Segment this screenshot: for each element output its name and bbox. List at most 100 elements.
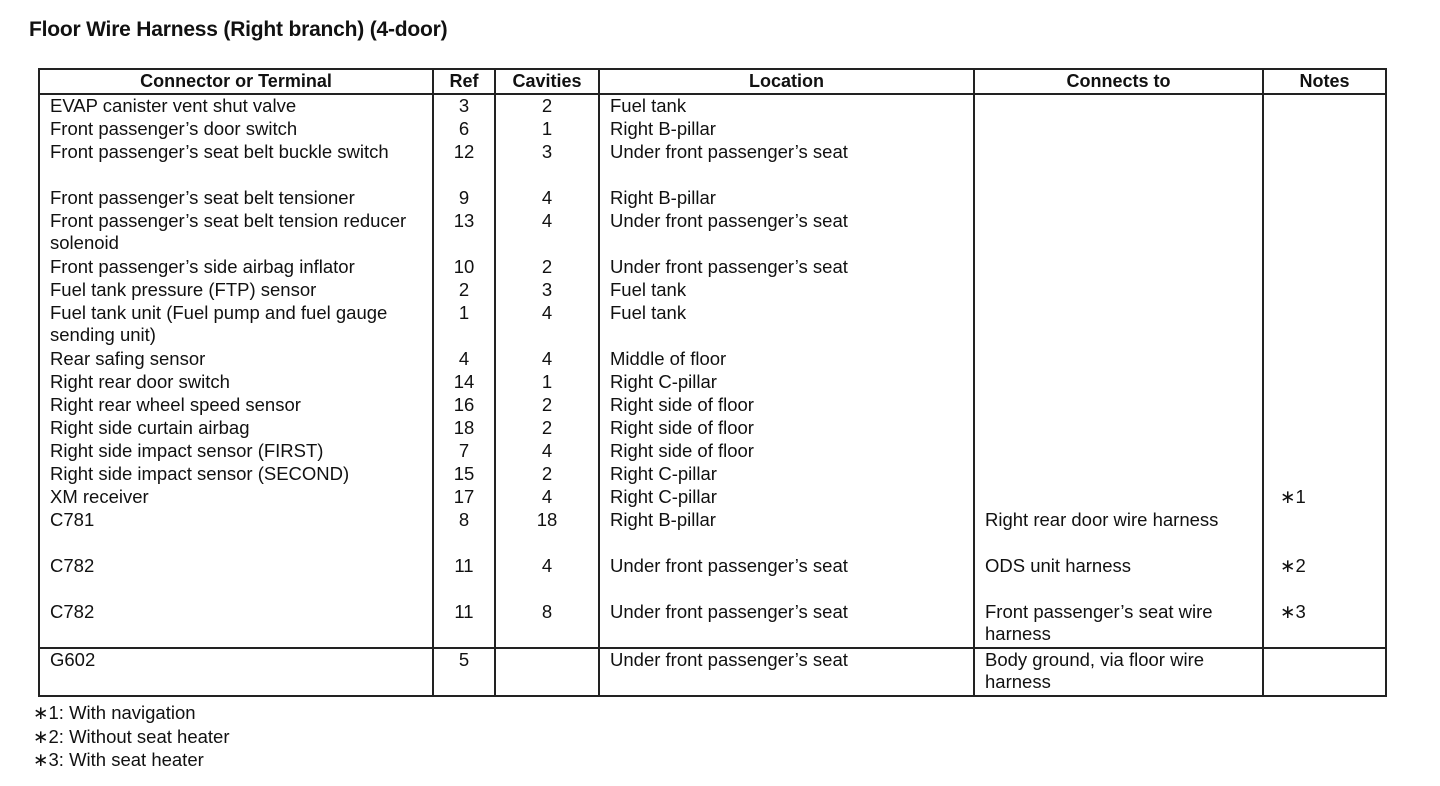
cell-ref: 6 (432, 118, 496, 141)
footnotes: ∗1: With navigation ∗2: Without seat hea… (33, 701, 230, 772)
cell-cavities: 4 (494, 187, 600, 210)
cell-location: Under front passenger’s seat (598, 256, 975, 279)
cell-cavities: 2 (494, 256, 600, 279)
table-row: EVAP canister vent shut valve 3 2 Fuel t… (38, 94, 1387, 118)
cell-ref: 8 (432, 509, 496, 555)
cell-connector: C782 (38, 601, 434, 649)
cell-notes: ∗1 (1262, 486, 1387, 509)
cell-notes (1262, 348, 1387, 371)
cell-connector: EVAP canister vent shut valve (38, 94, 434, 118)
cell-ref: 18 (432, 417, 496, 440)
cell-notes: ∗3 (1262, 601, 1387, 649)
cell-connector: XM receiver (38, 486, 434, 509)
cell-connects-to: Front passenger’s seat wire harness (973, 601, 1264, 649)
cell-cavities: 4 (494, 440, 600, 463)
cell-location: Right B-pillar (598, 509, 975, 555)
table-row: XM receiver 17 4 Right C-pillar ∗1 (38, 486, 1387, 509)
cell-cavities: 18 (494, 509, 600, 555)
cell-cavities: 1 (494, 118, 600, 141)
table-row: Right side curtain airbag 18 2 Right sid… (38, 417, 1387, 440)
cell-connects-to: ODS unit harness (973, 555, 1264, 601)
cell-connects-to: Right rear door wire harness (973, 509, 1264, 555)
cell-cavities (494, 648, 600, 696)
table-row: C782 11 8 Under front passenger’s seat F… (38, 601, 1387, 649)
cell-connects-to (973, 279, 1264, 302)
cell-ref: 15 (432, 463, 496, 486)
cell-ref: 11 (432, 555, 496, 601)
cell-location: Right side of floor (598, 394, 975, 417)
table-row: Right side impact sensor (SECOND) 15 2 R… (38, 463, 1387, 486)
cell-ref: 1 (432, 302, 496, 348)
cell-connects-to (973, 141, 1264, 187)
cell-connector: Fuel tank unit (Fuel pump and fuel gauge… (38, 302, 434, 348)
cell-cavities: 2 (494, 94, 600, 118)
cell-connects-to: Body ground, via floor wire harness (973, 648, 1264, 696)
cell-ref: 12 (432, 141, 496, 187)
cell-location: Fuel tank (598, 94, 975, 118)
cell-connector: Front passenger’s seat belt tension redu… (38, 210, 434, 256)
table-row: Front passenger’s seat belt tensioner 9 … (38, 187, 1387, 210)
cell-connects-to (973, 256, 1264, 279)
cell-notes (1262, 256, 1387, 279)
cell-notes (1262, 94, 1387, 118)
cell-connector: C782 (38, 555, 434, 601)
cell-connects-to (973, 394, 1264, 417)
cell-cavities: 2 (494, 417, 600, 440)
cell-ref: 11 (432, 601, 496, 649)
cell-cavities: 3 (494, 141, 600, 187)
cell-cavities: 4 (494, 555, 600, 601)
cell-connector: C781 (38, 509, 434, 555)
cell-ref: 4 (432, 348, 496, 371)
cell-connector: Rear safing sensor (38, 348, 434, 371)
cell-connector: Front passenger’s door switch (38, 118, 434, 141)
cell-location: Right side of floor (598, 440, 975, 463)
cell-cavities: 2 (494, 394, 600, 417)
cell-location: Middle of floor (598, 348, 975, 371)
cell-notes (1262, 187, 1387, 210)
table-row: Front passenger’s side airbag inflator 1… (38, 256, 1387, 279)
footnote-3: ∗3: With seat heater (33, 749, 204, 770)
cell-notes (1262, 279, 1387, 302)
cell-location: Right side of floor (598, 417, 975, 440)
table-row: Right rear wheel speed sensor 16 2 Right… (38, 394, 1387, 417)
cell-connects-to (973, 486, 1264, 509)
cell-ref: 16 (432, 394, 496, 417)
cell-location: Fuel tank (598, 279, 975, 302)
cell-ref: 13 (432, 210, 496, 256)
cell-location: Under front passenger’s seat (598, 555, 975, 601)
table-row: C781 8 18 Right B-pillar Right rear door… (38, 509, 1387, 555)
cell-connects-to (973, 302, 1264, 348)
table-row: Rear safing sensor 4 4 Middle of floor (38, 348, 1387, 371)
cell-ref: 5 (432, 648, 496, 696)
cell-connects-to (973, 463, 1264, 486)
cell-connector: Front passenger’s side airbag inflator (38, 256, 434, 279)
footnote-2: ∗2: Without seat heater (33, 725, 230, 747)
cell-cavities: 8 (494, 601, 600, 649)
cell-notes (1262, 417, 1387, 440)
cell-notes (1262, 118, 1387, 141)
cell-connects-to (973, 94, 1264, 118)
table-row: G602 5 Under front passenger’s seat Body… (38, 648, 1387, 696)
cell-notes (1262, 463, 1387, 486)
table-row: Front passenger’s seat belt tension redu… (38, 210, 1387, 256)
header-connector: Connector or Terminal (38, 68, 434, 95)
cell-notes (1262, 440, 1387, 463)
cell-cavities: 2 (494, 463, 600, 486)
cell-cavities: 1 (494, 371, 600, 394)
header-ref: Ref (432, 68, 496, 95)
cell-connector: Right side impact sensor (SECOND) (38, 463, 434, 486)
cell-cavities: 4 (494, 348, 600, 371)
cell-location: Under front passenger’s seat (598, 648, 975, 696)
cell-connects-to (973, 440, 1264, 463)
table-row: Front passenger’s door switch 6 1 Right … (38, 118, 1387, 141)
cell-notes (1262, 371, 1387, 394)
cell-ref: 17 (432, 486, 496, 509)
cell-ref: 10 (432, 256, 496, 279)
cell-ref: 14 (432, 371, 496, 394)
cell-connects-to (973, 371, 1264, 394)
cell-connector: Front passenger’s seat belt buckle switc… (38, 141, 434, 187)
footnote-1: ∗1: With navigation (33, 702, 196, 723)
cell-notes (1262, 302, 1387, 348)
connector-table: Connector or Terminal Ref Cavities Locat… (38, 68, 1387, 697)
cell-connector: Right rear door switch (38, 371, 434, 394)
